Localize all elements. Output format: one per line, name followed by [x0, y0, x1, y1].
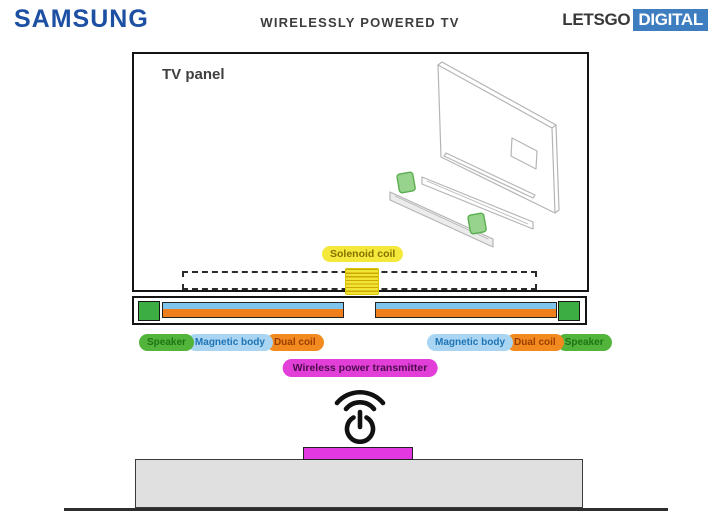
letsgodigital-logo-right: DIGITAL: [633, 9, 708, 31]
dual-coil-strip: [376, 309, 556, 317]
page-title: WIRELESSLY POWERED TV: [260, 15, 460, 30]
legend-dual-coil-left: Dual coil: [265, 334, 324, 351]
speaker-block-left: [138, 301, 160, 321]
speaker-block-right: [558, 301, 580, 321]
dual-coil-strip: [163, 309, 343, 317]
legend-right: Magnetic body Dual coil Speaker: [427, 334, 612, 351]
magnetic-body-strip: [163, 303, 343, 310]
tv-exploded-sketch: [389, 61, 560, 248]
sketch-highlight-squares: [396, 171, 487, 235]
solenoid-coil-label: Solenoid coil: [322, 246, 404, 262]
legend-speaker-right: Speaker: [556, 334, 612, 351]
soundbar-box: [132, 296, 587, 325]
transmitter-pad: [303, 447, 413, 460]
wireless-power-icon: [334, 389, 386, 444]
tv-panel-label: TV panel: [162, 66, 225, 83]
wireless-power-transmitter-label: Wireless power transmitter: [282, 359, 438, 377]
legend-magnetic-body-right: Magnetic body: [427, 334, 514, 351]
magnetic-body-strip: [376, 303, 556, 310]
legend-left: Speaker Magnetic body Dual coil: [139, 334, 324, 351]
legend-magnetic-body-left: Magnetic body: [186, 334, 273, 351]
samsung-logo: SAMSUNG: [14, 5, 149, 33]
legend-speaker-left: Speaker: [139, 334, 194, 351]
solenoid-coil-block: [345, 268, 379, 295]
magnet-coil-bar-left: [162, 302, 344, 318]
tv-cabinet: [135, 459, 583, 508]
magnet-coil-bar-right: [375, 302, 557, 318]
letsgodigital-logo: LETSGO DIGITAL: [562, 9, 708, 31]
letsgodigital-logo-left: LETSGO: [562, 10, 631, 29]
floor-line: [64, 508, 668, 511]
legend-dual-coil-right: Dual coil: [506, 334, 564, 351]
